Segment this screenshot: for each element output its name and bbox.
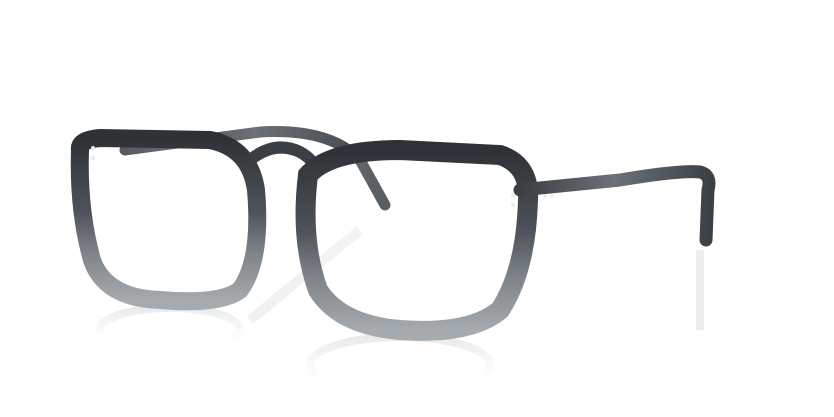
- right-lens-rim: [295, 139, 539, 341]
- left-lens-rim: [70, 128, 267, 311]
- near-temple: [513, 165, 716, 247]
- hinge-rivets: [91, 146, 554, 207]
